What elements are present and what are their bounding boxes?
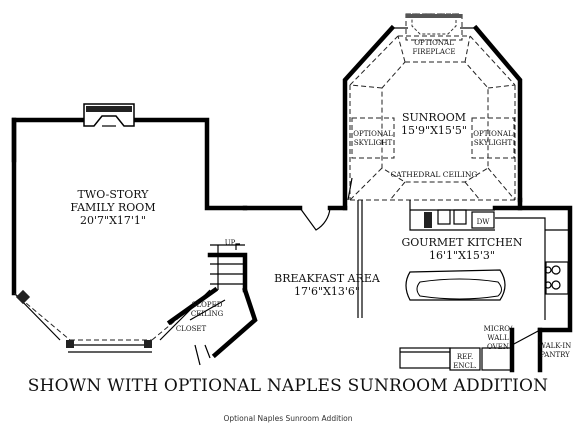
- sunroom-walls: [342, 24, 523, 211]
- sloped-ceiling-line2: CEILING: [191, 310, 224, 318]
- family-room-walls: [11, 117, 248, 353]
- skylight-left-line2: SKYLIGHT: [354, 139, 393, 147]
- micro-wall-oven-line1: MICRO/: [484, 325, 513, 333]
- family-room-dimensions: 20'7"X17'1": [80, 214, 146, 227]
- family-fireplace: [83, 103, 135, 127]
- kitchen-title: GOURMET KITCHEN: [401, 236, 522, 249]
- fireplace-label-line1: OPTIONAL: [414, 39, 454, 47]
- dw-label: DW: [477, 218, 491, 226]
- plan-caption-banner: SHOWN WITH OPTIONAL NAPLES SUNROOM ADDIT…: [27, 376, 549, 396]
- kitchen-dimensions: 16'1"X15'3": [429, 249, 495, 262]
- skylight-right-line1: OPTIONAL: [473, 130, 513, 138]
- closet-label: CLOSET: [176, 325, 207, 333]
- family-room-title-line2: FAMILY ROOM: [70, 201, 155, 214]
- floor-plan: TWO-STORY FAMILY ROOM 20'7"X17'1" SUNROO…: [11, 13, 573, 373]
- breakfast-title: BREAKFAST AREA: [274, 272, 381, 285]
- micro-wall-oven-line2: WALL: [487, 334, 509, 342]
- sunroom-title: SUNROOM: [402, 111, 466, 124]
- central-walls: [242, 205, 348, 231]
- micro-wall-oven-line3: OVEN: [487, 343, 509, 351]
- room-labels: TWO-STORY FAMILY ROOM 20'7"X17'1" SUNROO…: [70, 39, 571, 370]
- skylight-left-line1: OPTIONAL: [353, 130, 393, 138]
- walk-in-pantry-line1: WALK-IN: [539, 342, 572, 350]
- cathedral-ceiling-label: CATHEDRAL CEILING: [391, 170, 478, 179]
- kitchen: [357, 197, 573, 373]
- skylight-right-line2: SKYLIGHT: [474, 139, 513, 147]
- breakfast-dimensions: 17'6"X13'6": [294, 285, 360, 298]
- sunroom-dimensions: 15'9"X15'5": [401, 124, 467, 137]
- fireplace-label-line2: FIREPLACE: [413, 48, 456, 56]
- walk-in-pantry-line2: PANTRY: [540, 351, 570, 359]
- plan-caption-subtitle: Optional Naples Sunroom Addition: [223, 414, 353, 423]
- stair-closet: [166, 243, 258, 366]
- optional-fireplace: [405, 13, 463, 41]
- stair-up-label: UP: [225, 239, 236, 247]
- sloped-ceiling-line1: SLOPED: [192, 301, 223, 309]
- ref-encl-line2: ENCL.: [453, 362, 476, 370]
- family-room-title-line1: TWO-STORY: [78, 188, 150, 201]
- ref-encl-line1: REF.: [457, 353, 473, 361]
